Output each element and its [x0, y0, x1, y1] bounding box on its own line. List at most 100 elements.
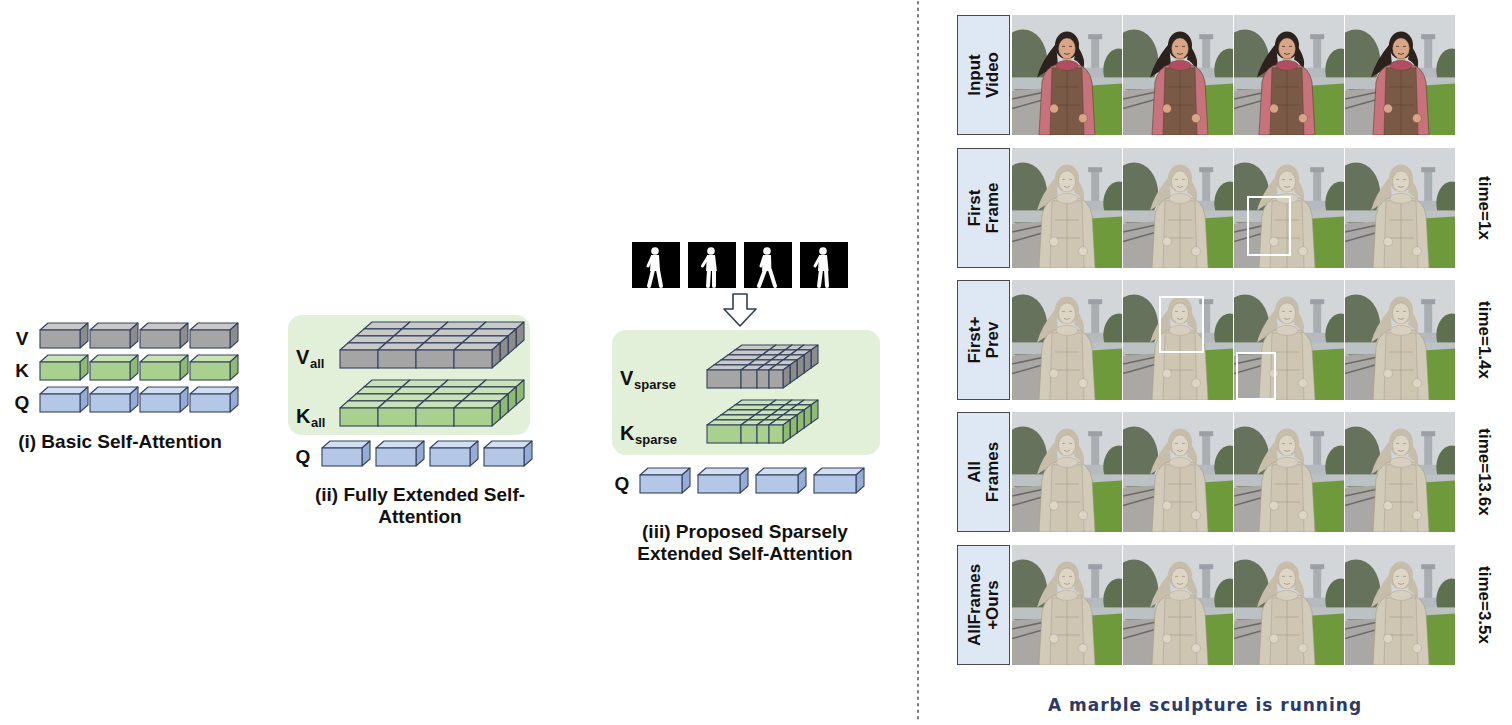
mask-head: [707, 247, 715, 255]
cube-side: [811, 345, 818, 368]
vest: [1270, 598, 1304, 665]
cube-side: [130, 355, 138, 380]
torso: [1039, 329, 1095, 400]
hair: [1389, 561, 1413, 589]
scarf: [1169, 193, 1191, 203]
tower-top: [1088, 167, 1102, 172]
tower-top: [1310, 431, 1324, 436]
scarf: [1276, 60, 1298, 70]
row-label-box: First Frame: [957, 148, 1010, 268]
eyes: [1175, 46, 1185, 54]
matrix-name: K: [296, 405, 310, 428]
folds: [1388, 335, 1414, 400]
mask-arm: [761, 257, 764, 266]
folds: [1054, 70, 1080, 135]
scarf: [1056, 60, 1078, 70]
vest: [1270, 68, 1304, 135]
artifact-highlight: [1237, 353, 1275, 399]
cube-front: [40, 394, 80, 412]
video-frame: [1345, 15, 1455, 135]
text-holder: First+ Prev: [965, 317, 1002, 364]
folds: [1388, 467, 1414, 532]
tower-top: [1310, 167, 1324, 172]
cube-side: [500, 336, 508, 361]
tower-top: [1199, 299, 1213, 304]
eyes: [1062, 46, 1072, 54]
cube-side: [811, 400, 818, 423]
cube-side: [80, 355, 88, 380]
scarf: [1169, 60, 1191, 70]
cube-side: [516, 322, 524, 347]
basic-attention-cubes: [40, 323, 238, 412]
eyes: [1282, 576, 1292, 584]
tower-top: [1199, 431, 1213, 436]
folds: [1274, 467, 1300, 532]
video-frame: [1234, 15, 1344, 135]
fist: [1299, 247, 1308, 256]
cube-side: [230, 387, 238, 412]
torso: [1039, 197, 1095, 268]
video-frame: [1123, 148, 1233, 268]
folds: [1167, 467, 1193, 532]
fist: [1384, 104, 1393, 113]
label-holder: (i) Basic Self-Attention: [18, 431, 222, 453]
mask-arm: [648, 257, 652, 266]
cube-front: [454, 350, 492, 368]
mask-frame: [800, 242, 848, 288]
fist: [1270, 634, 1279, 643]
cube-front: [756, 475, 798, 493]
tower-top: [1310, 299, 1324, 304]
eyes: [1062, 311, 1072, 319]
scarf: [1276, 457, 1298, 467]
text-holder: sparse: [634, 378, 676, 393]
fist: [1079, 379, 1088, 388]
label-holder: Q: [15, 392, 30, 414]
vest: [1384, 333, 1418, 400]
cube-side: [508, 387, 516, 412]
cube-front: [140, 394, 180, 412]
scarf: [1169, 457, 1191, 467]
row-label: First+ Prev: [965, 317, 1002, 364]
panel-caption: (ii) Fully Extended Self-Attention: [295, 484, 545, 528]
tower-top: [1421, 431, 1435, 436]
scarf: [1390, 457, 1412, 467]
fist: [1192, 511, 1201, 520]
fist: [1163, 501, 1172, 510]
face: [1059, 303, 1076, 324]
vest: [1050, 598, 1084, 665]
subscript: sparse: [635, 433, 677, 448]
fist: [1163, 237, 1172, 246]
label-holder: time=1.4x: [1474, 301, 1494, 379]
torso: [1373, 594, 1429, 665]
text-holder: First Frame: [965, 182, 1002, 233]
hair: [1275, 428, 1299, 456]
label-holder: time=3.5x: [1474, 566, 1494, 644]
row-label-box: All Frames: [957, 412, 1010, 532]
hair: [1055, 428, 1079, 456]
text-holder: All Frames: [965, 442, 1002, 502]
mask-frame: [632, 242, 680, 288]
text-holder: sparse: [635, 433, 677, 448]
cube-front: [430, 448, 470, 466]
fist: [1299, 379, 1308, 388]
eyes: [1282, 443, 1292, 451]
label-holder: Q: [296, 446, 311, 468]
hair: [1055, 31, 1079, 59]
torso: [1259, 461, 1315, 532]
scarf: [1390, 590, 1412, 600]
fist: [1192, 644, 1201, 653]
folds: [1167, 70, 1193, 135]
cube-front: [707, 425, 741, 443]
video-frame: [1123, 412, 1233, 532]
hair: [1168, 561, 1192, 589]
vest: [1163, 201, 1197, 268]
cube-side: [508, 329, 516, 354]
tower-top: [1421, 167, 1435, 172]
face: [1279, 38, 1296, 59]
tower-top: [1310, 34, 1324, 39]
tower-top: [1421, 34, 1435, 39]
cube-front: [707, 370, 741, 388]
fist: [1050, 501, 1059, 510]
torso: [1259, 594, 1315, 665]
cube-side: [230, 323, 238, 348]
